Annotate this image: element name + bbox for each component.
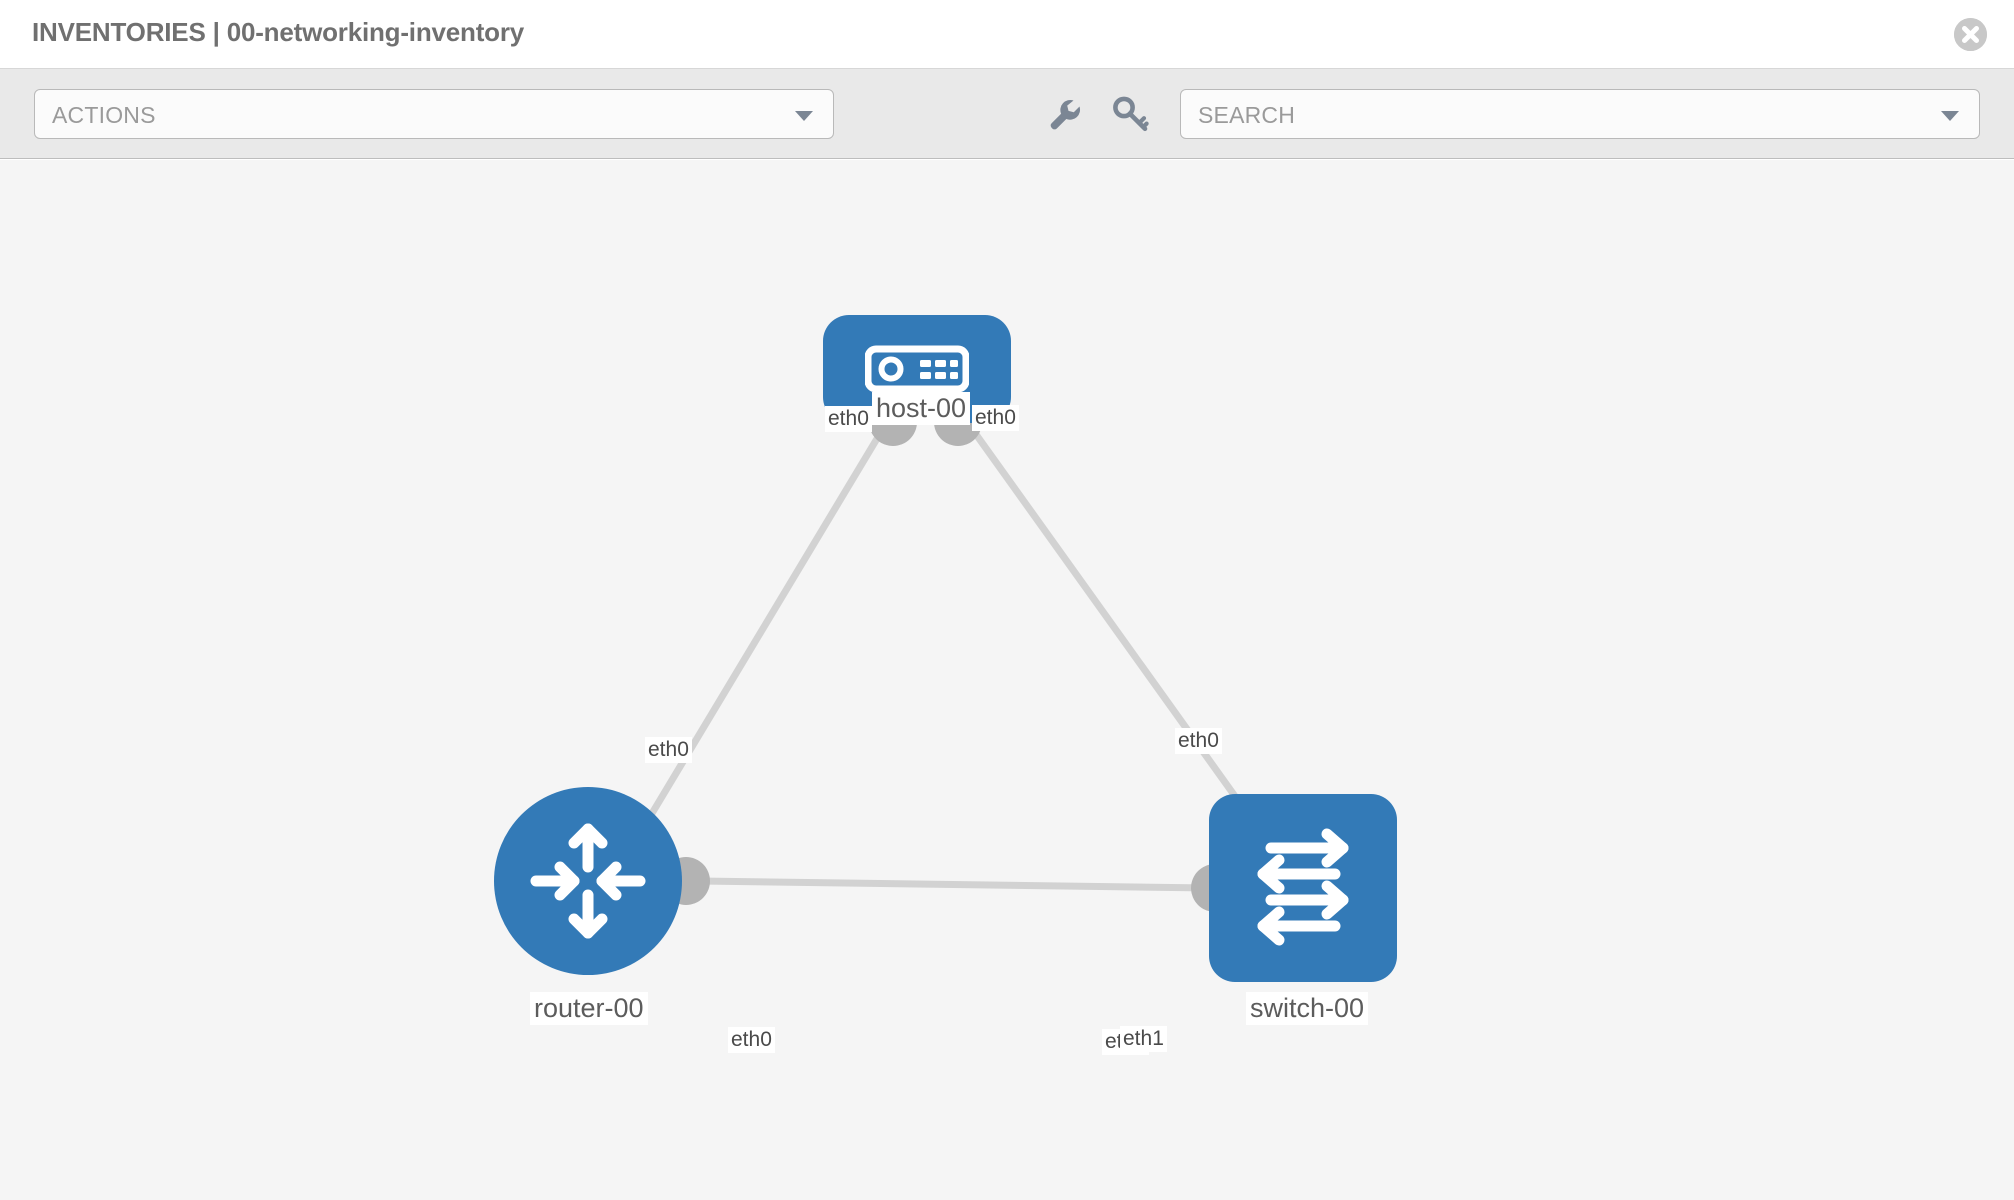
interface-label-host-right: eth0 [972, 405, 1019, 431]
actions-dropdown-label: ACTIONS [52, 102, 156, 128]
node-label-switch-00: switch-00 [1246, 992, 1369, 1025]
node-label-router-00: router-00 [530, 992, 648, 1025]
search-input[interactable]: SEARCH [1180, 89, 1980, 139]
close-icon[interactable] [1954, 18, 1987, 51]
chevron-down-icon [795, 111, 813, 121]
interface-label-switch-up: eth0 [1175, 728, 1222, 754]
interface-label-router-up: eth0 [645, 737, 692, 763]
toolbar: ACTIONS SEARCH [0, 69, 2014, 159]
title-bar: INVENTORIES | 00-networking-inventory [0, 0, 2014, 69]
wrench-icon[interactable] [1043, 93, 1085, 135]
server-icon [865, 345, 969, 393]
node-label-host-00: host-00 [872, 392, 971, 425]
node-router-00[interactable] [494, 787, 682, 975]
search-placeholder: SEARCH [1198, 102, 1296, 128]
chevron-down-icon [1941, 111, 1959, 121]
link-router-switch [699, 877, 1211, 892]
node-switch-00[interactable] [1209, 794, 1397, 982]
link-host-switch [957, 409, 1255, 823]
interface-label-router-right: eth0 [728, 1027, 775, 1053]
switch-icon [1257, 828, 1349, 946]
topology-canvas[interactable]: host-00 router-00 switch-00 eth0 eth0 et… [0, 160, 2014, 1200]
page-title: INVENTORIES | 00-networking-inventory [32, 17, 525, 47]
key-icon[interactable] [1110, 93, 1152, 135]
interface-label-switch-left-b: eth1 [1120, 1026, 1167, 1052]
actions-dropdown[interactable]: ACTIONS [34, 89, 834, 139]
topology-links [641, 398, 1261, 912]
link-host-router [641, 410, 897, 827]
interface-label-host-left: eth0 [825, 406, 872, 432]
router-icon [530, 823, 646, 939]
